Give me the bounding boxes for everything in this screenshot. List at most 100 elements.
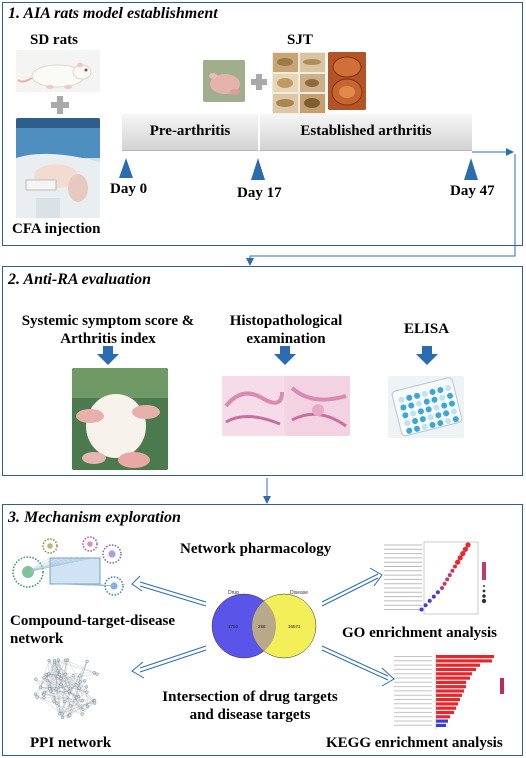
plus-icon <box>251 74 267 90</box>
ppi-edge <box>49 674 66 689</box>
ppi-node <box>85 659 89 663</box>
ppi-node <box>60 715 65 720</box>
ppi-node <box>33 692 38 696</box>
plate-well <box>448 400 455 407</box>
plate-well <box>419 416 426 423</box>
timeline-bar-established <box>260 114 472 151</box>
go-enrichment-dotplot <box>378 540 498 620</box>
plate-well <box>435 412 442 419</box>
ppi-node <box>59 682 63 686</box>
intersection-label: Intersection of drug targets and disease… <box>140 688 360 724</box>
ppi-edge <box>68 700 95 717</box>
plate-well <box>425 406 432 413</box>
venn-drug-count: 1750 <box>228 624 239 629</box>
elisa-label: ELISA <box>404 321 450 337</box>
plate-well <box>402 412 409 419</box>
ppi-node <box>80 712 84 716</box>
kegg-bar <box>436 710 454 715</box>
ppi-node <box>62 700 67 704</box>
plate-well <box>429 388 436 395</box>
ppi-edge <box>58 659 65 702</box>
plate-well <box>406 394 413 401</box>
ppi-node <box>80 699 85 703</box>
go-dot <box>440 586 444 590</box>
ppi-node <box>55 701 59 705</box>
plate-well <box>417 408 424 415</box>
plate-well <box>421 423 428 430</box>
ctd-network-label: Compound-target-disease network <box>10 612 175 648</box>
plate-well <box>437 387 444 394</box>
ppi-edge <box>60 684 71 706</box>
network-hub <box>87 541 93 547</box>
go-dot <box>445 577 450 582</box>
ctd-network-line1: Compound-target-disease <box>10 613 175 629</box>
network-ring <box>42 538 58 554</box>
go-dot <box>455 559 461 565</box>
ppi-edge <box>73 675 88 707</box>
panel1-title: 1. AIA rats model establishment <box>8 5 218 22</box>
ppi-edge <box>43 691 70 695</box>
kegg-bar <box>436 680 466 684</box>
ppi-node <box>84 685 88 689</box>
go-enrichment-label: GO enrichment analysis <box>342 625 498 641</box>
plate-well <box>443 410 450 417</box>
network-edge <box>27 557 57 573</box>
network-edge <box>27 557 63 573</box>
ppi-edge <box>48 673 61 679</box>
ppi-node <box>54 687 58 691</box>
ppi-node <box>52 699 56 703</box>
plate-well <box>427 414 434 421</box>
go-size-legend <box>481 598 487 604</box>
plate-well <box>414 392 421 399</box>
cfa-injection-label: CFA injection <box>12 221 101 237</box>
ppi-node <box>81 707 85 711</box>
ppi-network-label: PPI network <box>30 735 112 751</box>
venn-disease-count: 16571 <box>288 624 301 629</box>
ppi-edge <box>62 700 95 715</box>
ppi-node <box>56 658 61 662</box>
plate-well <box>445 385 452 392</box>
ppi-node <box>35 695 39 699</box>
ppi-node <box>34 677 38 681</box>
sjt-label: SJT <box>287 32 313 48</box>
plate-well <box>404 419 411 426</box>
day47-label: Day 47 <box>450 183 495 199</box>
ppi-node <box>38 685 43 690</box>
symptom-score-line1: Systemic symptom score & <box>21 313 195 329</box>
histology-photo <box>222 376 350 436</box>
kegg-bar <box>436 663 480 667</box>
compound-target-disease-network-image <box>10 534 130 604</box>
ppi-edge <box>54 660 95 673</box>
ppi-node <box>63 658 68 662</box>
plate-well <box>437 420 444 427</box>
ppi-edge <box>86 686 88 707</box>
histopathology-line1: Histopathological <box>229 313 343 329</box>
ppi-node <box>85 690 89 694</box>
plus-icon <box>51 96 69 114</box>
go-size-legend <box>482 589 486 593</box>
ppi-edge <box>48 659 59 674</box>
herb-photo-grid <box>272 52 326 114</box>
plate-well <box>421 390 428 397</box>
plate-well <box>439 394 446 401</box>
go-colorbar <box>482 562 486 580</box>
ppi-node <box>42 690 47 695</box>
ppi-node <box>74 695 79 700</box>
plate-well <box>415 400 422 407</box>
network-edge <box>27 557 69 573</box>
go-dot <box>427 598 432 603</box>
kegg-bar <box>436 723 446 727</box>
ppi-edge <box>62 659 68 715</box>
plate-well <box>447 392 454 399</box>
plate-well <box>398 396 405 403</box>
ppi-node <box>77 686 81 690</box>
ppi-node <box>45 678 49 683</box>
venn-overlap-count: 288 <box>258 624 266 629</box>
ppi-edge <box>54 662 95 701</box>
go-dot <box>457 555 463 561</box>
ppi-node <box>47 684 52 688</box>
ppi-edge <box>67 659 81 683</box>
ppi-node <box>58 673 62 677</box>
phase-pre-label: Pre-arthritis <box>149 123 231 139</box>
panel3-title: 3. Mechanism exploration <box>8 509 181 526</box>
